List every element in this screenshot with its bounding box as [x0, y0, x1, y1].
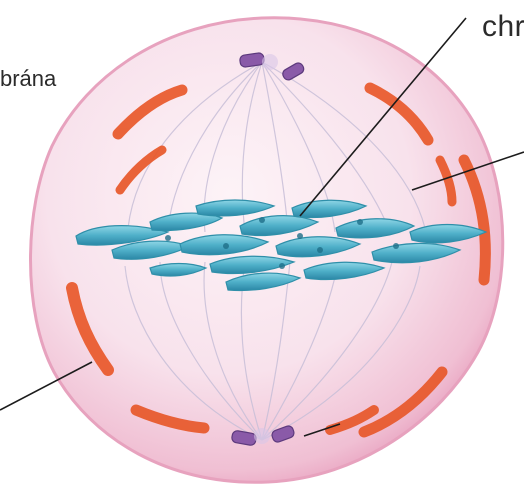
- label-chromosome: chr: [482, 10, 524, 44]
- label-membrane: brána: [0, 66, 56, 92]
